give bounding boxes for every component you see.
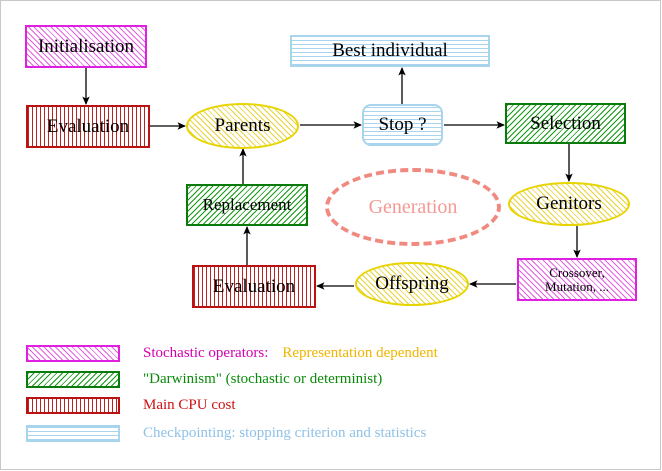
node-generation-boundary: Generation <box>325 168 501 246</box>
node-genitors[interactable]: Genitors <box>508 182 630 226</box>
node-selection-label: Selection <box>530 112 601 134</box>
legend-label-checkpointing: Checkpointing: stopping criterion and st… <box>143 424 427 441</box>
node-generation-label: Generation <box>368 195 458 218</box>
legend-swatch-darwinism-icon <box>26 370 120 388</box>
node-crossover-mutation[interactable]: Crossover, Mutation, ... <box>517 258 637 301</box>
legend-label-representation: Representation dependent <box>282 344 438 361</box>
legend-row-checkpointing: Checkpointing: stopping criterion and st… <box>26 422 426 444</box>
legend-row-darwinism: "Darwinism" (stochastic or determinist) <box>26 368 382 390</box>
node-replacement[interactable]: Replacement <box>186 184 308 226</box>
node-evaluation-bottom[interactable]: Evaluation <box>192 265 316 308</box>
node-initialisation-label: Initialisation <box>37 35 135 57</box>
node-evaluation-top[interactable]: Evaluation <box>26 105 150 148</box>
node-parents-label: Parents <box>214 115 271 137</box>
node-evaluation-top-label: Evaluation <box>46 115 130 137</box>
legend-row-cpu-cost: Main CPU cost <box>26 394 236 416</box>
node-replacement-label: Replacement <box>202 195 292 215</box>
node-best-individual[interactable]: Best individual <box>290 35 490 67</box>
legend-swatch-stochastic-icon <box>26 344 120 362</box>
node-offspring-label: Offspring <box>375 273 449 295</box>
node-crossover-label-line1: Crossover, <box>549 264 605 280</box>
node-evaluation-bottom-label: Evaluation <box>212 275 296 297</box>
node-parents[interactable]: Parents <box>186 103 299 149</box>
legend-label-darwinism: "Darwinism" (stochastic or determinist) <box>143 370 383 387</box>
node-stop-label: Stop ? <box>378 114 427 136</box>
legend-label-cpu-cost: Main CPU cost <box>143 396 236 413</box>
legend-swatch-checkpointing-icon <box>26 424 120 442</box>
node-stop[interactable]: Stop ? <box>362 104 443 146</box>
node-crossover-label-line2: Mutation, ... <box>545 278 609 294</box>
node-best-individual-label: Best individual <box>332 40 448 62</box>
legend-swatch-cpu-cost-icon <box>26 396 120 414</box>
node-selection[interactable]: Selection <box>505 103 626 144</box>
legend-label-stochastic: Stochastic operators: <box>143 344 269 361</box>
node-genitors-label: Genitors <box>536 193 602 215</box>
node-offspring[interactable]: Offspring <box>355 262 469 306</box>
node-initialisation[interactable]: Initialisation <box>25 25 147 68</box>
legend-row-stochastic: Stochastic operators: Representation dep… <box>26 342 438 364</box>
